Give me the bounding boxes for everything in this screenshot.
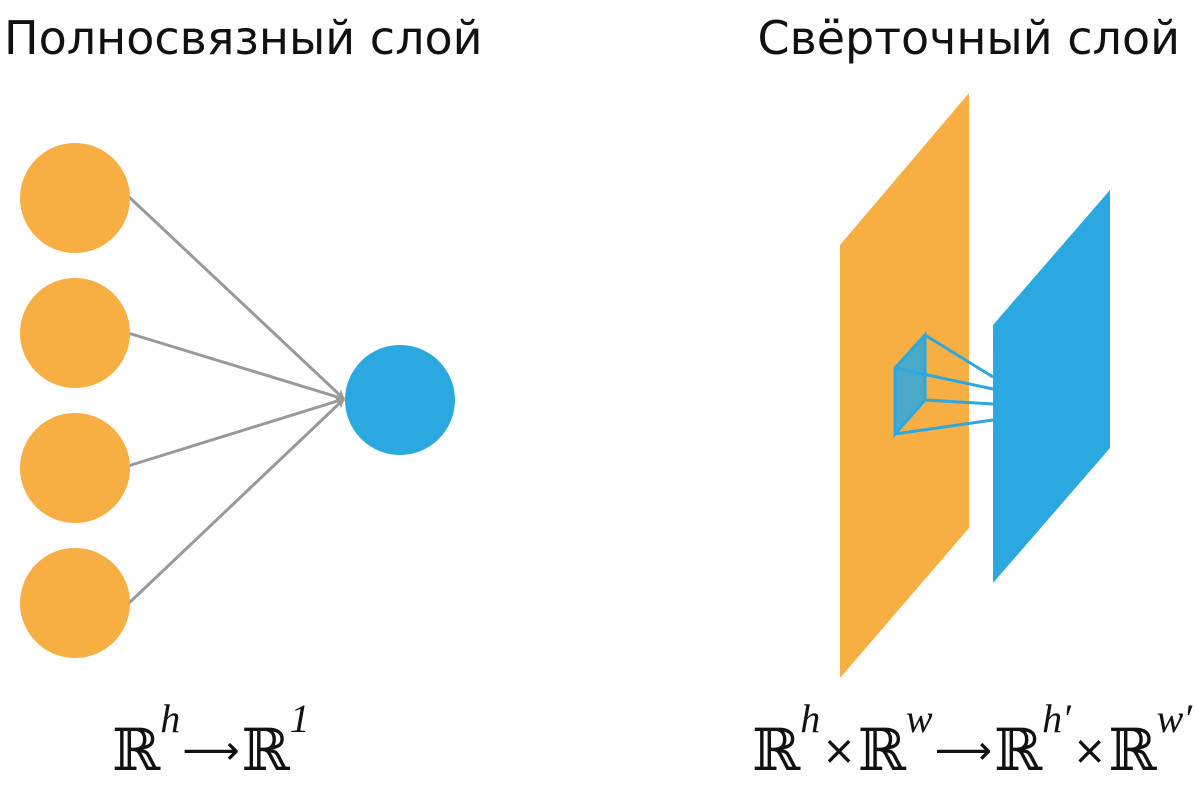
formula-r4: ℝ: [1108, 716, 1157, 784]
input-neuron-4: [20, 548, 130, 658]
formula-r1: ℝ: [752, 716, 801, 784]
formula-arrow: ⟶: [934, 728, 992, 774]
conv-formula: ℝh×ℝw⟶ℝh′×ℝw′: [752, 696, 1192, 800]
fc-formula: ℝh⟶ℝ1: [112, 696, 310, 800]
fc-connections: [126, 194, 346, 606]
fc-arrow-3: [127, 396, 345, 468]
kernel-projection-3: [924, 398, 994, 406]
formula-r4-exponent: w′: [1156, 696, 1193, 741]
formula-times-2: ×: [1072, 728, 1107, 774]
formula-codomain-exponent: 1: [289, 696, 310, 741]
formula-r2-exponent: w: [905, 696, 933, 741]
formula-r2: ℝ: [857, 716, 906, 784]
formula-r1-exponent: h: [800, 696, 821, 741]
fully-connected-title: Полносвязный слой: [4, 11, 483, 65]
fc-arrow-4: [126, 397, 346, 606]
fc-input-neurons: [20, 143, 130, 658]
kernel-projection-1: [924, 333, 994, 379]
formula-domain-exponent: h: [160, 696, 181, 741]
input-neuron-3: [20, 413, 130, 523]
formula-r3: ℝ: [993, 716, 1043, 784]
convolution-kernel: [893, 331, 994, 438]
output-neuron: [345, 345, 455, 455]
kernel-projection-2: [894, 366, 994, 391]
fc-arrow-1: [126, 194, 346, 401]
convolutional-title: Свёрточный слой: [757, 11, 1181, 65]
output-feature-map: [993, 190, 1110, 583]
input-neuron-2: [20, 278, 130, 388]
formula-codomain: ℝ: [241, 716, 290, 784]
kernel-projection-4: [894, 418, 994, 436]
fc-arrow-2: [127, 331, 345, 402]
formula-r3-exponent: h′: [1042, 696, 1071, 741]
formula-times-1: ×: [822, 728, 856, 774]
formula-domain: ℝ: [112, 716, 161, 784]
input-neuron-1: [20, 143, 130, 253]
formula-arrow: ⟶: [182, 728, 240, 774]
